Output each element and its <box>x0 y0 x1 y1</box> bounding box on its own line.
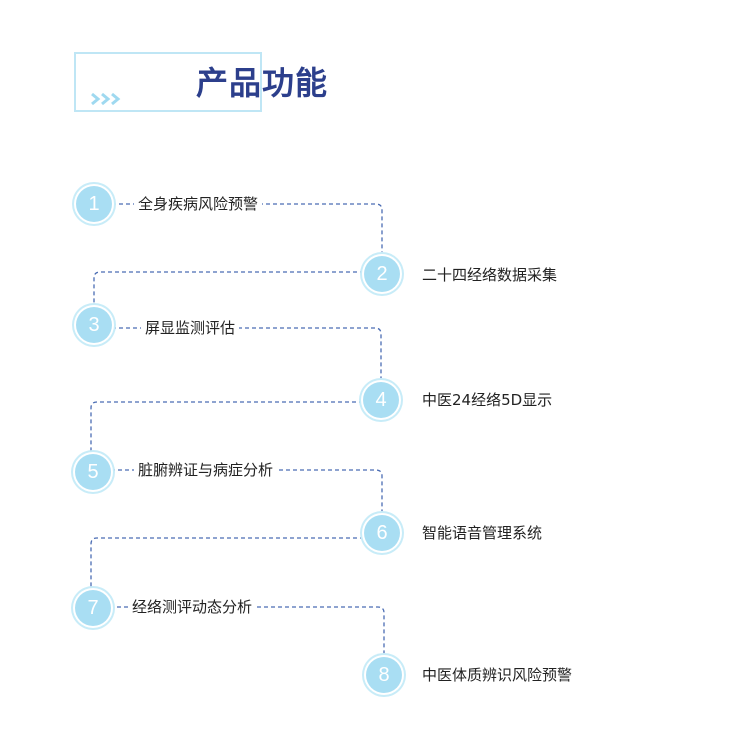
step-label-7: 经络测评动态分析 <box>128 597 257 617</box>
step-badge-8: 8 <box>366 657 402 693</box>
connector-1-2 <box>112 203 383 258</box>
step-badge-1: 1 <box>76 186 112 222</box>
step-label-8: 中医体质辨识风险预警 <box>418 665 577 685</box>
connector-3-4 <box>112 327 382 384</box>
step-badge-7: 7 <box>75 590 111 626</box>
step-label-3: 屏显监测评估 <box>141 318 240 338</box>
step-label-5: 脏腑辨证与病症分析 <box>134 460 278 480</box>
step-label-2: 二十四经络数据采集 <box>418 265 562 285</box>
page-title: 产品功能 <box>196 64 329 102</box>
connector-6-7 <box>90 537 364 590</box>
step-badge-3: 3 <box>76 307 112 343</box>
step-badge-2: 2 <box>364 256 400 292</box>
chevron-arrows-icon <box>91 92 121 106</box>
connector-7-8 <box>110 606 385 656</box>
step-badge-6: 6 <box>364 515 400 551</box>
connector-5-6 <box>111 469 383 516</box>
title-frame <box>74 52 262 112</box>
step-badge-4: 4 <box>363 382 399 418</box>
connector-4-5 <box>90 401 363 454</box>
step-label-4: 中医24经络5D显示 <box>418 390 557 410</box>
step-label-6: 智能语音管理系统 <box>418 523 547 543</box>
step-badge-5: 5 <box>75 454 111 490</box>
connector-2-3 <box>93 271 364 306</box>
step-label-1: 全身疾病风险预警 <box>134 194 263 214</box>
